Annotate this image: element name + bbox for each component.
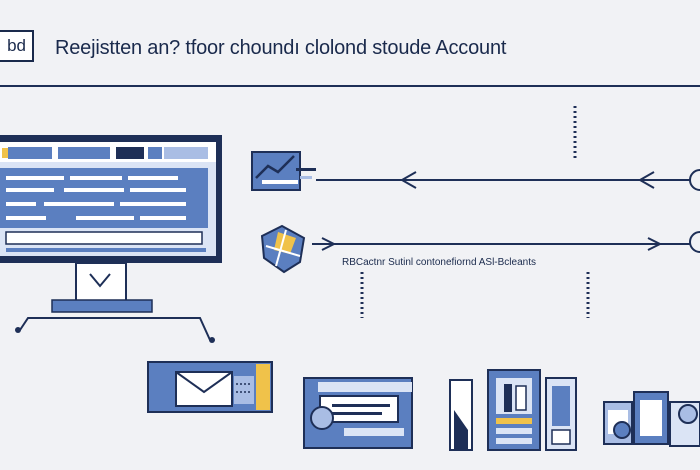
- card-icon: [303, 377, 413, 449]
- flow-label: RBCactnr Sutinl contonefiornd ASl-Bclean…: [342, 257, 536, 268]
- dotted-connectors: [360, 106, 590, 318]
- lower-flow-arrow: [312, 231, 700, 253]
- server-icon: [449, 369, 577, 451]
- devices-icon: [603, 391, 700, 447]
- chart-icon: [251, 151, 316, 191]
- header-divider: [0, 85, 700, 87]
- logo-badge-text: bd: [7, 36, 26, 55]
- email-icon: [147, 361, 273, 413]
- puzzle-icon: [260, 224, 306, 274]
- logo-badge: bd: [0, 30, 34, 62]
- monitor-icon: [0, 135, 222, 343]
- page-title: Reejistten an? tfoor choundı clolond sto…: [55, 37, 507, 59]
- upper-flow-arrow: [316, 169, 700, 191]
